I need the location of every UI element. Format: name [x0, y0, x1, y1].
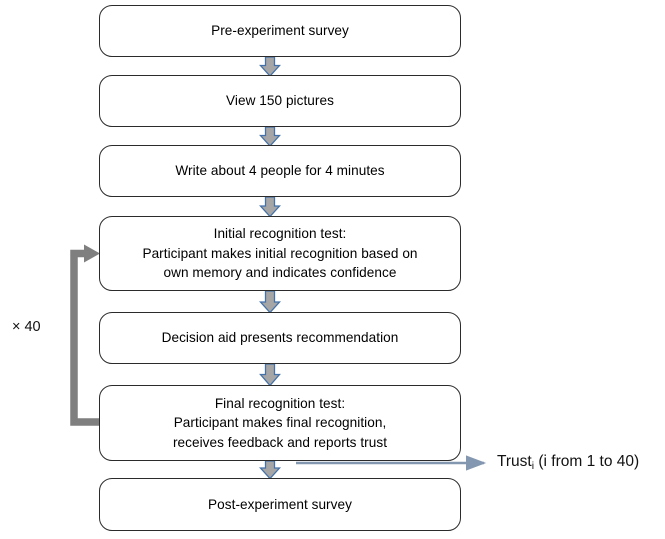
step-label: View 150 pictures: [226, 93, 334, 109]
step-label: Decision aid presents recommendation: [161, 330, 399, 346]
trust-label-subscript: i: [531, 460, 535, 472]
step-label: Post-experiment survey: [208, 496, 352, 512]
step-box-post-survey[interactable]: Post-experiment survey: [99, 478, 461, 531]
trust-label-tail: (i from 1 to 40): [534, 453, 640, 470]
down-arrow-2: [259, 126, 281, 147]
step-box-write-task[interactable]: Write about 4 people for 4 minutes: [99, 145, 461, 197]
down-arrow-5: [259, 363, 281, 387]
step-label: Write about 4 people for 4 minutes: [175, 163, 385, 179]
step-box-decision-aid[interactable]: Decision aid presents recommendation: [99, 312, 461, 364]
loop-count-label: × 40: [12, 319, 41, 335]
down-arrow-6: [259, 460, 281, 480]
step-box-view-pictures[interactable]: View 150 pictures: [99, 75, 461, 127]
trust-output-label: Trusti (i from 1 to 40): [497, 452, 639, 473]
step-label: Final recognition test: Participant make…: [172, 395, 388, 450]
step-box-initial-test[interactable]: Initial recognition test: Participant ma…: [99, 216, 461, 291]
step-box-pre-survey[interactable]: Pre-experiment survey: [99, 5, 461, 57]
loop-back-arrow: [70, 244, 100, 426]
step-label: Pre-experiment survey: [211, 23, 349, 39]
trust-label-main: Trust: [497, 453, 532, 470]
down-arrow-4: [259, 290, 281, 314]
step-label: Initial recognition test: Participant ma…: [142, 226, 418, 281]
down-arrow-1: [259, 56, 281, 77]
step-box-final-test[interactable]: Final recognition test: Participant make…: [99, 385, 461, 461]
down-arrow-3: [259, 196, 281, 218]
